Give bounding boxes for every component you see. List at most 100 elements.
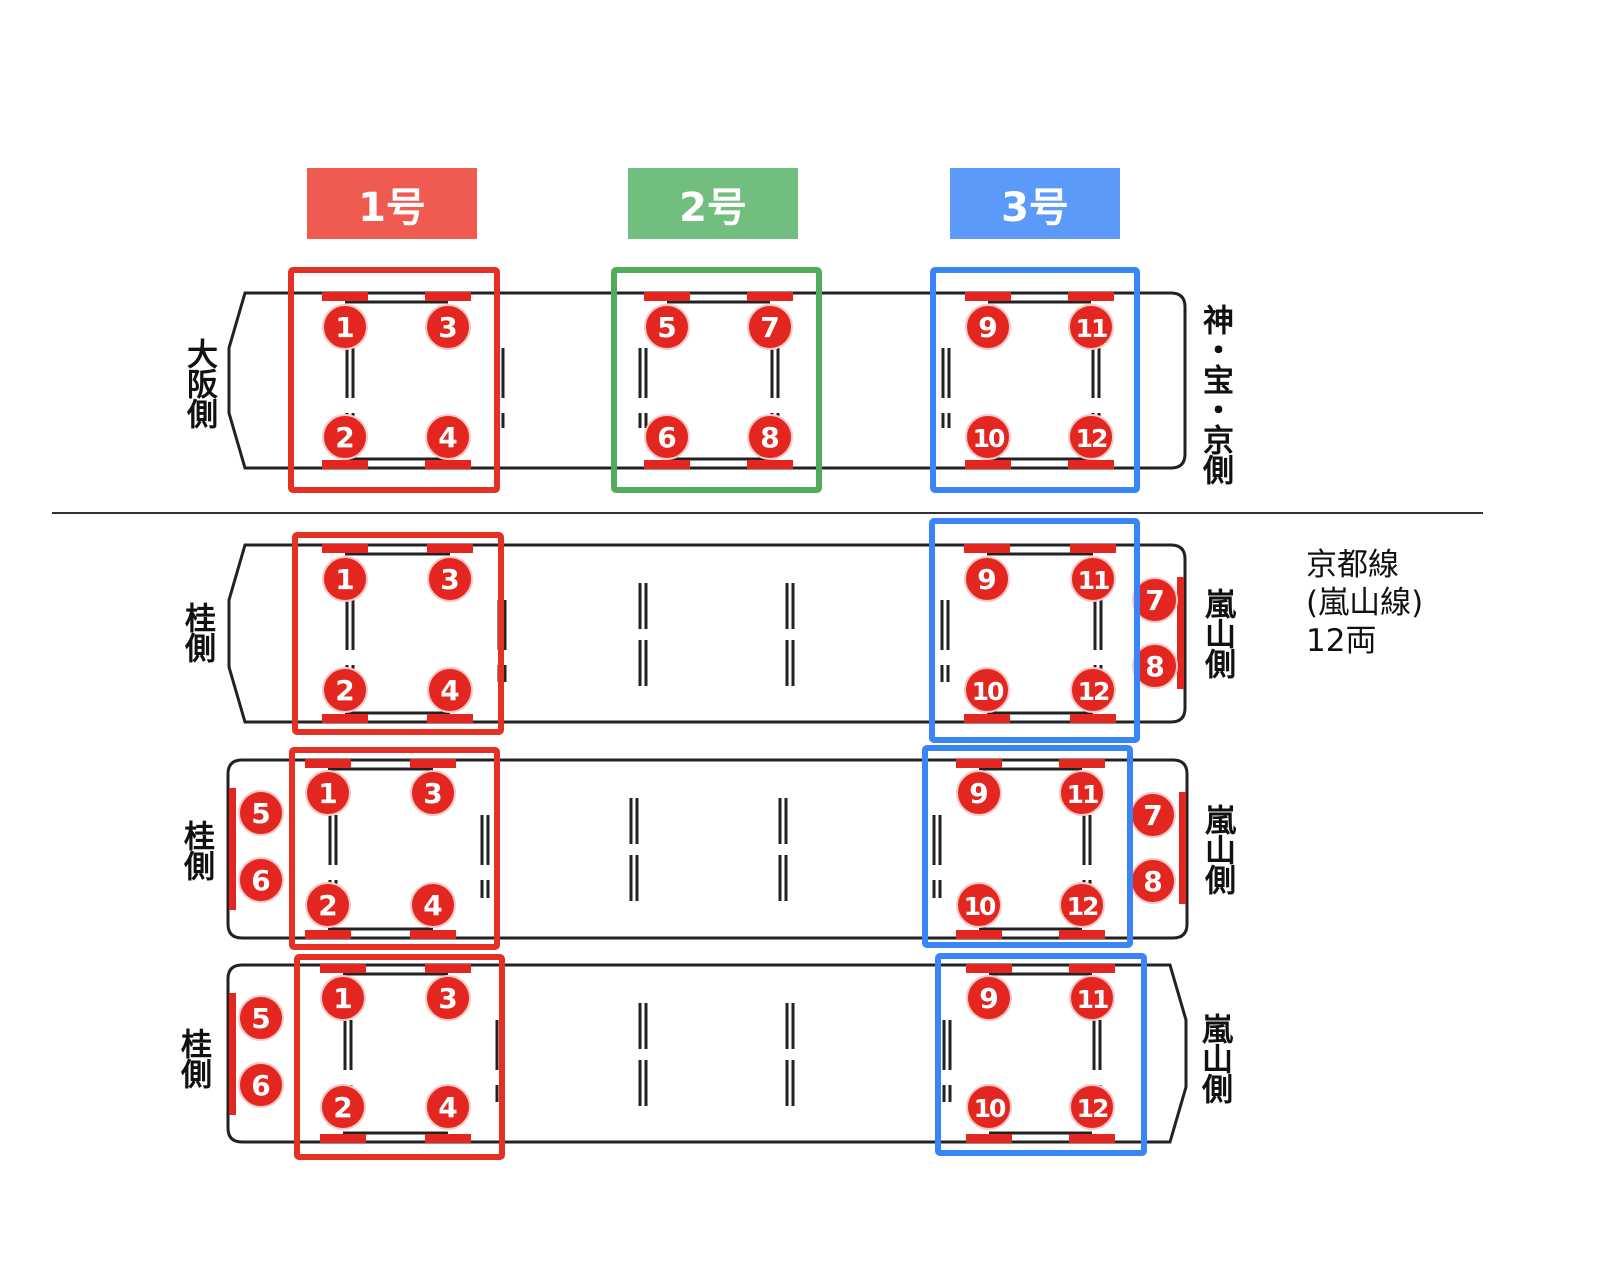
door-number: 9 — [978, 311, 997, 344]
door-number: 4 — [438, 1091, 457, 1124]
door-number-circle — [322, 304, 368, 350]
door-number-circle — [966, 975, 1012, 1021]
group-1-frame — [289, 747, 500, 950]
door-number-circle — [425, 975, 471, 1021]
note-line-name: 京都線 — [1306, 547, 1399, 583]
door-bar-bottom — [966, 1134, 1012, 1143]
door-bar-top — [1068, 292, 1114, 301]
door-number: 12 — [1078, 677, 1109, 706]
door-number: 11 — [1077, 985, 1108, 1014]
door-bar-bottom — [322, 714, 368, 723]
door-number-circle — [1070, 667, 1116, 713]
door-bar-top — [305, 759, 351, 768]
door-bar-top — [425, 292, 471, 301]
door-number-circle — [747, 414, 793, 460]
door-number-circle — [427, 667, 473, 713]
door-number-circle — [1068, 414, 1114, 460]
door-number-circle — [644, 304, 690, 350]
group-1-label: 1号 — [358, 184, 426, 231]
group-3-frame — [922, 745, 1133, 948]
door-number-circle — [238, 790, 284, 836]
door-number-circle — [644, 414, 690, 460]
door-number-circle — [320, 975, 366, 1021]
door-number-circle — [1059, 770, 1105, 816]
door-number-circle — [964, 667, 1010, 713]
group-2-frame — [611, 267, 822, 493]
door-number-circle — [966, 1084, 1012, 1130]
door-number: 8 — [1143, 865, 1162, 898]
door-number: 3 — [438, 311, 457, 344]
door-number-circle — [1068, 304, 1114, 350]
door-number-circle — [1070, 556, 1116, 602]
door-number-circle — [305, 770, 351, 816]
door-number-circle — [747, 304, 793, 350]
door-number: 1 — [335, 311, 354, 344]
group-3-tag: 3号 — [950, 168, 1120, 239]
door-bar-top — [965, 292, 1011, 301]
door-number: 4 — [423, 889, 442, 922]
note-line-sub: (嵐山線) — [1306, 585, 1424, 621]
door-bar-top — [410, 759, 456, 768]
door-number: 8 — [760, 421, 779, 454]
group-1-frame — [292, 532, 504, 735]
door-bar-bottom — [956, 930, 1002, 939]
door-bar-top — [425, 964, 471, 973]
door-number-circle — [425, 414, 471, 460]
door-bar-bottom — [305, 930, 351, 939]
door-number-circle — [1132, 643, 1178, 689]
door-number: 12 — [1076, 424, 1107, 453]
door-bar-top — [1069, 964, 1115, 973]
door-bar-bottom — [427, 714, 473, 723]
door-number-circle — [238, 1062, 284, 1108]
door-bar-top — [747, 292, 793, 301]
door-bar-bottom — [644, 460, 690, 469]
door-bar-bottom — [1059, 930, 1105, 939]
door-number: 1 — [335, 563, 354, 596]
group-3-frame — [930, 267, 1140, 493]
door-bar-top — [1059, 759, 1105, 768]
group-3-frame — [929, 518, 1140, 743]
door-bar-top — [320, 964, 366, 973]
door-number: 11 — [1078, 566, 1109, 595]
door-bar-bottom — [410, 930, 456, 939]
side-door-bar-left — [229, 788, 236, 910]
door-number-circle — [427, 556, 473, 602]
car-body — [226, 758, 1189, 940]
door-number-circle — [238, 995, 284, 1041]
door-number: 8 — [1145, 650, 1164, 683]
door-number-circle — [956, 770, 1002, 816]
door-bar-top — [644, 292, 690, 301]
door-bar-top — [1070, 544, 1116, 553]
side-door-bar-right — [1179, 792, 1186, 904]
door-number-circle — [1132, 577, 1178, 623]
car-body — [227, 543, 1187, 724]
door-number-circle — [410, 882, 456, 928]
door-number-circle — [320, 1084, 366, 1130]
row-2-left-label: 桂側 — [179, 602, 215, 662]
door-bar-top — [322, 544, 368, 553]
door-number-circle — [322, 556, 368, 602]
door-number: 6 — [251, 1069, 270, 1102]
door-bar-bottom — [747, 460, 793, 469]
door-number: 3 — [438, 982, 457, 1015]
door-number-circle — [965, 304, 1011, 350]
door-bar-bottom — [1070, 714, 1116, 723]
door-number: 7 — [760, 311, 779, 344]
door-number-circle — [1069, 1084, 1115, 1130]
door-number: 11 — [1067, 780, 1098, 809]
door-number: 7 — [1143, 799, 1162, 832]
row-3-right-label: 嵐山側 — [1199, 804, 1235, 894]
door-number: 4 — [440, 674, 459, 707]
door-number-circle — [322, 667, 368, 713]
door-bar-top — [956, 759, 1002, 768]
door-number-circle — [425, 1084, 471, 1130]
note-car-count: 12両 — [1306, 623, 1377, 659]
door-bar-top — [964, 544, 1010, 553]
door-number-circle — [1059, 882, 1105, 928]
row-1-right-label: 神・宝・京側 — [1197, 304, 1233, 484]
door-bar-bottom — [1068, 460, 1114, 469]
